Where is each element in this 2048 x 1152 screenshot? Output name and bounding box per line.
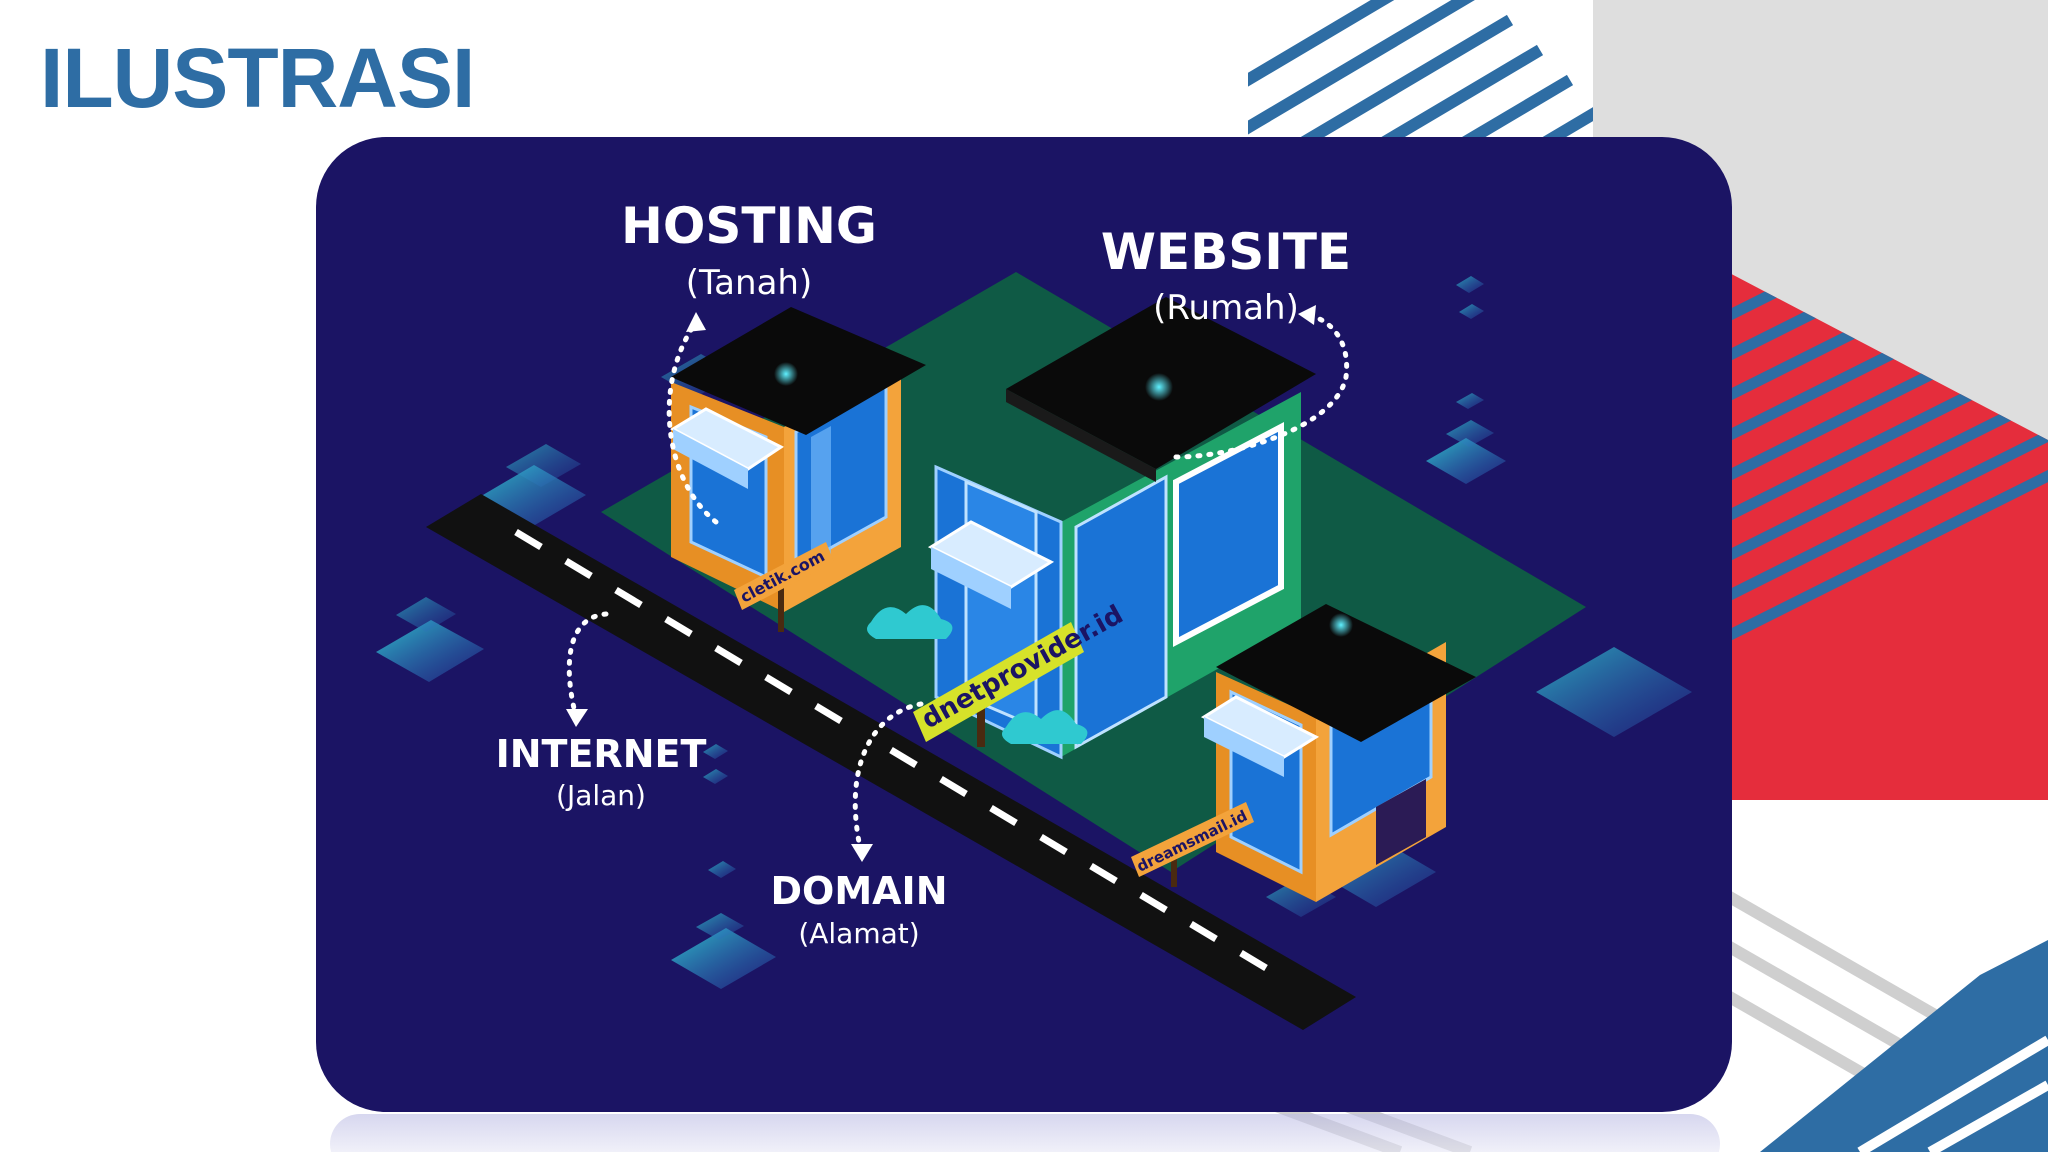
- arrow-internet: [566, 611, 609, 720]
- blue-corner-block: [1760, 940, 2048, 1152]
- label-hosting-subtitle: (Tanah): [686, 263, 812, 303]
- right-house-roof: [1216, 604, 1476, 742]
- left-house-roof: [671, 307, 926, 435]
- label-hosting-title: HOSTING: [621, 197, 877, 255]
- illustration-panel: cletik.com dnetprovider.id dreamsmail.id: [316, 137, 1732, 1112]
- label-website-title: WEBSITE: [1101, 223, 1351, 281]
- arrow-heads: [566, 305, 1316, 862]
- center-house-window: [1173, 422, 1284, 647]
- label-website-subtitle: (Rumah): [1153, 288, 1299, 328]
- center-house: [927, 297, 1316, 760]
- left-house: [669, 307, 926, 612]
- label-domain-subtitle: (Alamat): [798, 917, 919, 950]
- label-internet-title: INTERNET: [496, 732, 707, 776]
- top-blue-stripes: [1248, 0, 1593, 140]
- arrow-website: [1173, 312, 1350, 460]
- road: [426, 494, 1356, 1030]
- dotted-arrows: [566, 312, 1350, 855]
- label-domain-title: DOMAIN: [770, 869, 947, 913]
- arrow-hosting: [666, 319, 719, 525]
- hosting-domain-illustration: cletik.com dnetprovider.id dreamsmail.id: [316, 137, 1732, 1112]
- slide-title: ILUSTRASI: [40, 31, 475, 125]
- panel-reflection: [330, 1114, 1720, 1152]
- road-center-dashes: [514, 528, 1268, 972]
- bushes: [867, 605, 1088, 744]
- label-internet-subtitle: (Jalan): [556, 779, 646, 812]
- right-house: [1200, 604, 1476, 902]
